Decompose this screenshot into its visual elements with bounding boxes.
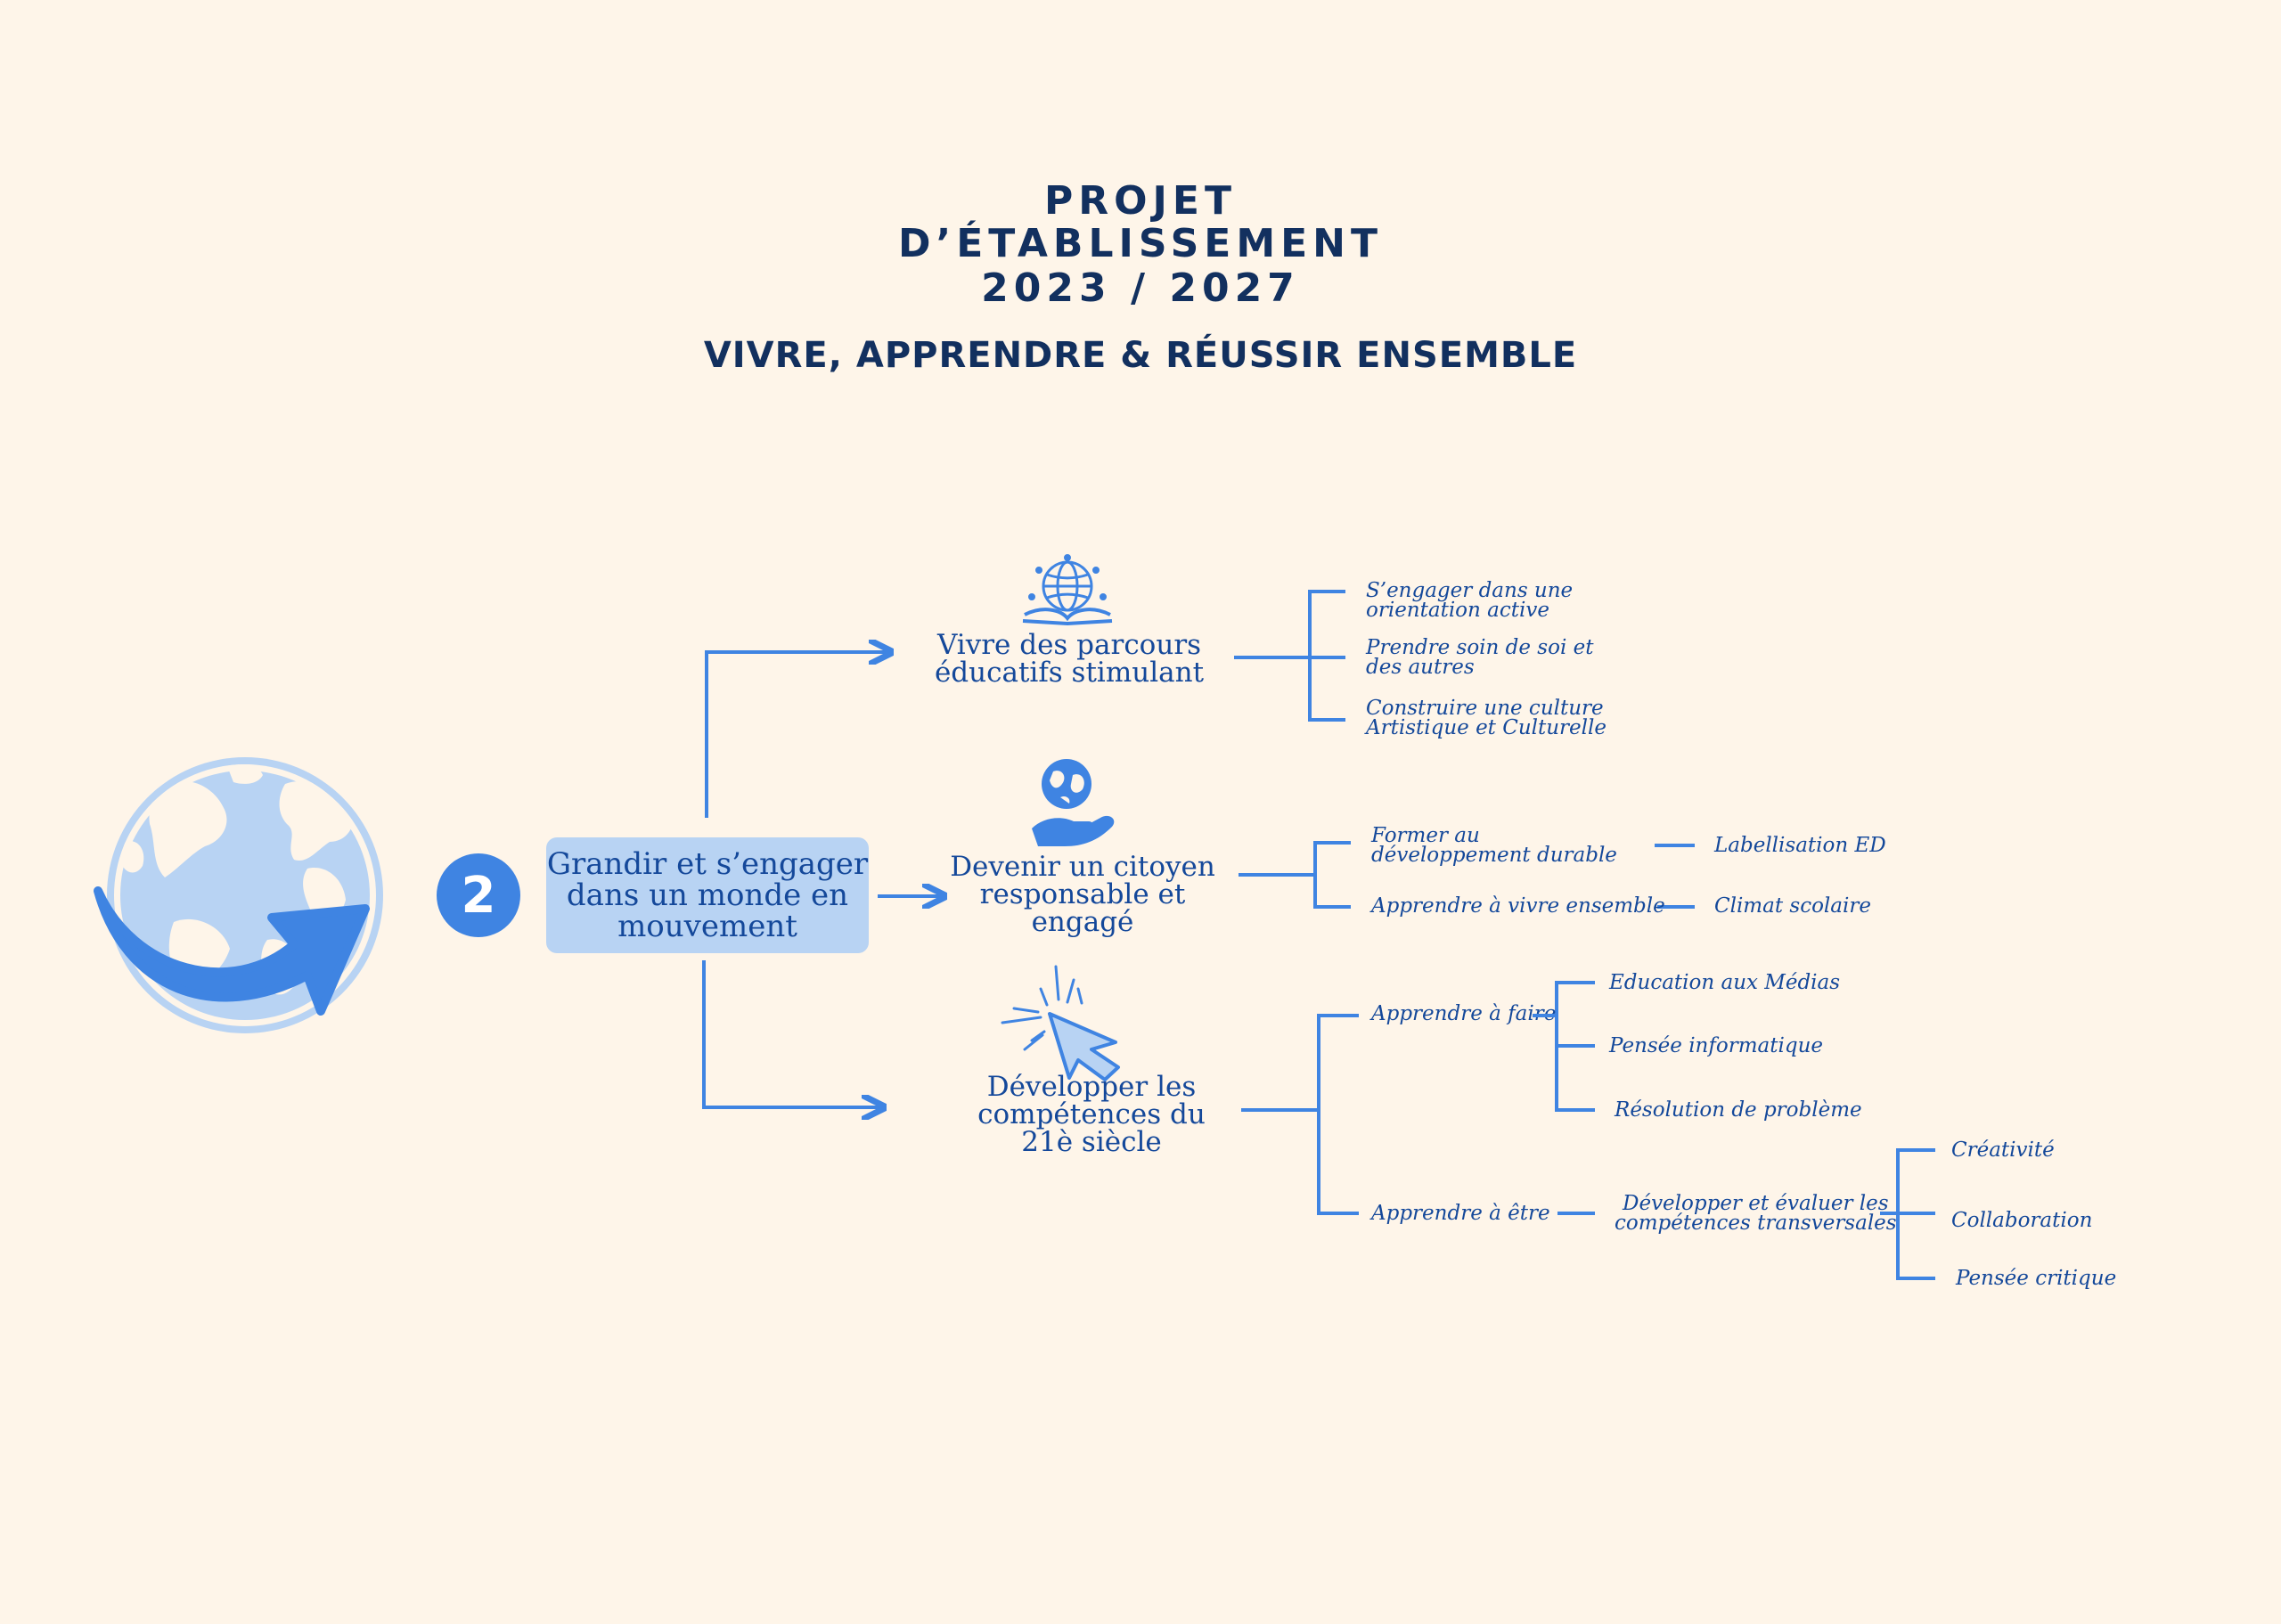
branch-1-item-2: Prendre soin de soi et des autres <box>1366 636 1594 679</box>
branch-1-bracket <box>1234 590 1345 722</box>
cursor-click-icon <box>1001 965 1120 1081</box>
branch-2-item-2: Apprendre à vivre ensemble <box>1371 894 1665 918</box>
hand-globe-icon <box>1032 759 1115 846</box>
title-line-1: PROJET <box>1044 178 1237 224</box>
branch-3-item-1-child-1: Education aux Médias <box>1609 971 1841 994</box>
branch-3-item-2-child: Développer et évaluer les compétences tr… <box>1615 1192 1897 1235</box>
branch-1-item-3: Construire une culture Artistique et Cul… <box>1366 697 1607 739</box>
globe-arrow-icon <box>94 757 383 1033</box>
branch-1-label: Vivre des parcours éducatifs stimulant <box>934 629 1205 689</box>
globe-book-icon <box>1022 554 1113 626</box>
axis-label: Grandir et s’engager dans un monde en mo… <box>546 845 869 944</box>
branch-3-item-1-child-3: Résolution de problème <box>1615 1098 1862 1122</box>
branch-2-bracket <box>1239 841 1695 909</box>
branch-3-item-2: Apprendre à être <box>1371 1202 1550 1225</box>
branch-2-item-1: Former au développement durable <box>1371 824 1617 867</box>
connector-to-branch-1 <box>705 652 891 818</box>
subtitle: VIVRE, APPRENDRE & RÉUSSIR ENSEMBLE <box>703 335 1578 376</box>
branch-3-item-1: Apprendre à faire <box>1371 1002 1557 1025</box>
branch-3-item-2-sub-3: Pensée critique <box>1956 1267 2117 1290</box>
branch-3-label: Développer les compétences du 21è siècle <box>977 1071 1206 1158</box>
title-line-2: D’ÉTABLISSEMENT <box>897 221 1384 266</box>
branch-3-item-2-sub-2: Collaboration <box>1951 1209 2093 1232</box>
branch-2-item-2-child: Climat scolaire <box>1714 894 1871 918</box>
branch-3-item-1-child-2: Pensée informatique <box>1609 1034 1823 1057</box>
title-line-3: 2023 / 2027 <box>981 265 1300 311</box>
axis-label-box: Grandir et s’engager dans un monde en mo… <box>546 837 869 953</box>
branch-3-item-2-sub-1: Créativité <box>1951 1138 2055 1162</box>
branch-1-item-1: S’engager dans une orientation active <box>1366 579 1574 622</box>
axis-number-badge: 2 <box>437 853 520 937</box>
branch-2-label: Devenir un citoyen responsable et engagé <box>950 851 1215 938</box>
connector-to-branch-3 <box>702 960 884 1107</box>
branch-2-item-1-child: Labellisation ED <box>1714 834 1886 857</box>
